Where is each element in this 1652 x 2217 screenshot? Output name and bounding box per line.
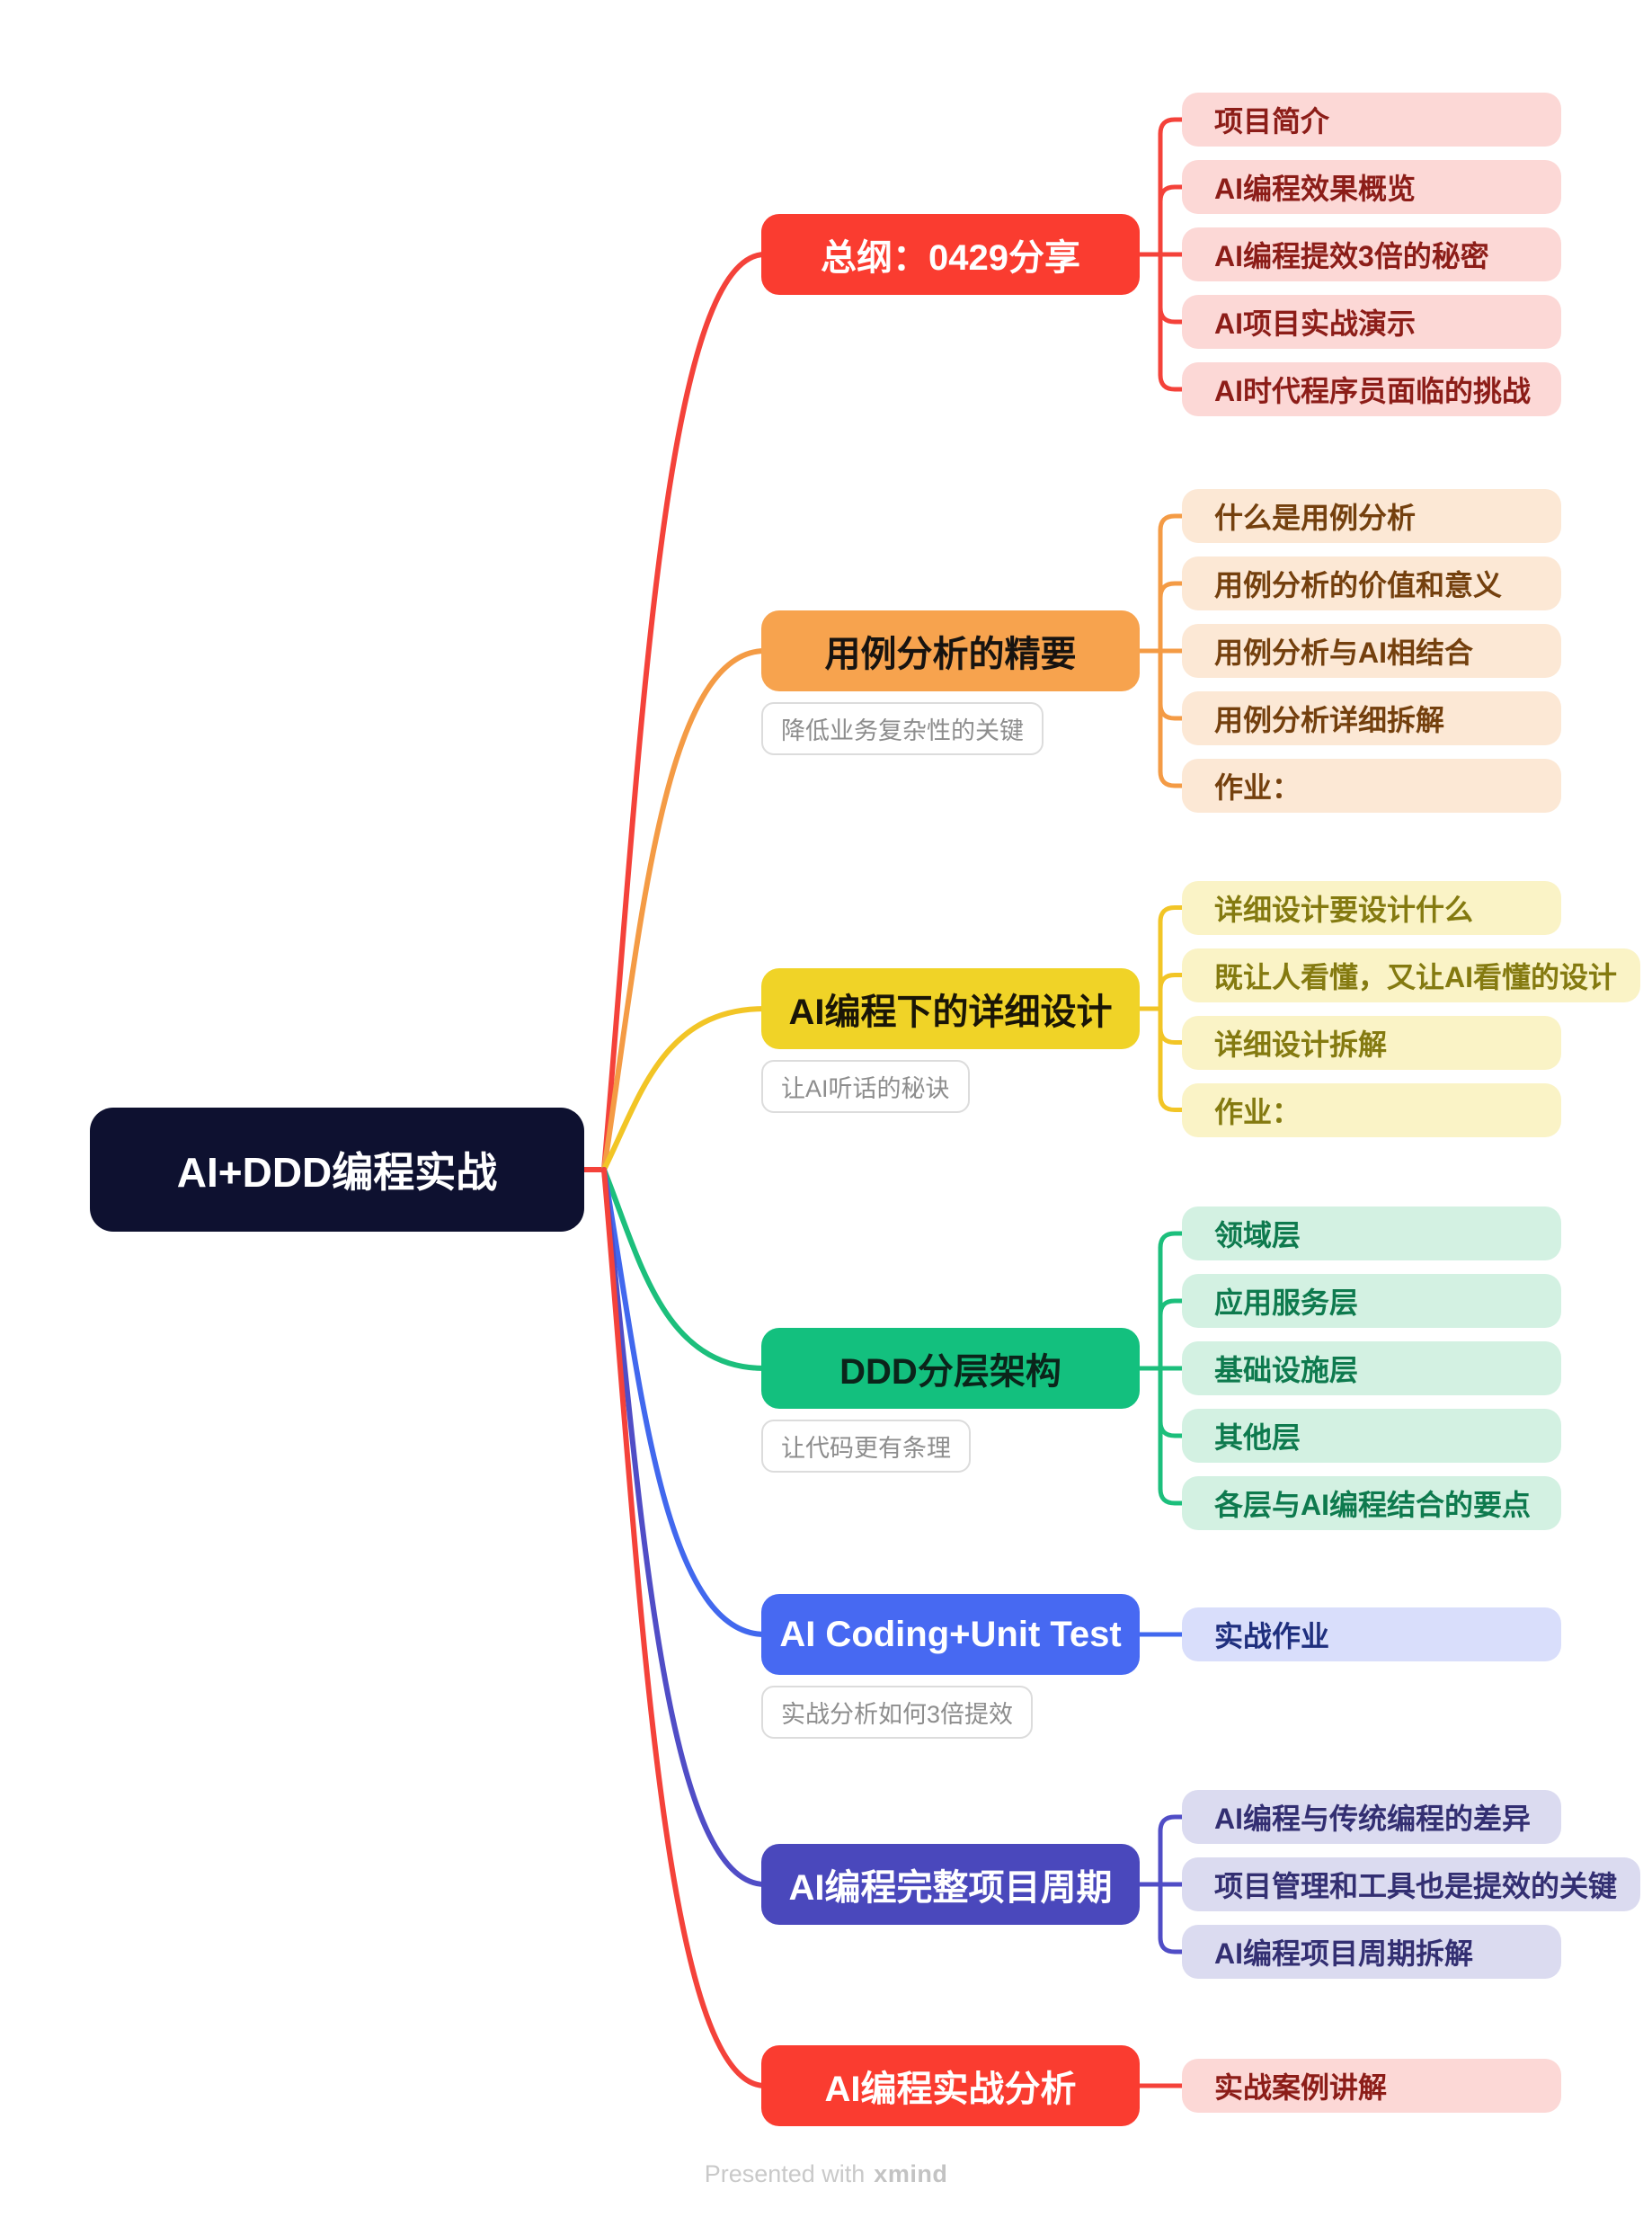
subtopic[interactable]: 基础设施层 <box>1182 1341 1561 1395</box>
subtopic[interactable]: AI时代程序员面临的挑战 <box>1182 362 1561 416</box>
subtopic[interactable]: AI编程与传统编程的差异 <box>1182 1790 1561 1844</box>
subtopic[interactable]: 用例分析的价值和意义 <box>1182 556 1561 610</box>
watermark: Presented with xmind <box>0 2160 1652 2188</box>
connector <box>601 1167 768 1371</box>
connector <box>601 1167 768 1637</box>
subtopic[interactable]: 各层与AI编程结合的要点 <box>1182 1476 1561 1530</box>
subtopic[interactable]: 既让人看懂，又让AI看懂的设计 <box>1182 948 1641 1002</box>
subtopic[interactable]: 作业： <box>1182 759 1561 813</box>
branch-topic-ai-coding-unit-test[interactable]: AI Coding+Unit Test <box>761 1594 1140 1675</box>
branch-topic-detailed-design[interactable]: AI编程下的详细设计 <box>761 968 1140 1049</box>
branch-note-ai-coding-unit-test[interactable]: 实战分析如何3倍提效 <box>761 1686 1034 1739</box>
connector <box>601 252 768 1172</box>
branch-topic-full-project-cycle[interactable]: AI编程完整项目周期 <box>761 1844 1140 1925</box>
subtopic[interactable]: 应用服务层 <box>1182 1274 1561 1328</box>
branch-topic-practice-analysis[interactable]: AI编程实战分析 <box>761 2045 1140 2126</box>
branch-note-detailed-design[interactable]: 让AI听话的秘诀 <box>761 1060 970 1113</box>
subtopic[interactable]: AI编程提效3倍的秘密 <box>1182 227 1561 281</box>
branch-topic-ddd-layers[interactable]: DDD分层架构 <box>761 1328 1140 1409</box>
watermark-brand: xmind <box>874 2160 948 2187</box>
subtopic[interactable]: 什么是用例分析 <box>1182 489 1561 543</box>
subtopic[interactable]: 详细设计要设计什么 <box>1182 880 1561 935</box>
subtopic[interactable]: 用例分析详细拆解 <box>1182 691 1561 745</box>
branch-note-ddd-layers[interactable]: 让代码更有条理 <box>761 1420 971 1473</box>
connector <box>601 1167 768 1887</box>
subtopic[interactable]: 实战作业 <box>1182 1607 1561 1661</box>
subtopic[interactable]: 领域层 <box>1182 1206 1561 1260</box>
subtopic[interactable]: 详细设计拆解 <box>1182 1015 1561 1070</box>
subtopic[interactable]: 作业： <box>1182 1082 1561 1137</box>
subtopic[interactable]: 项目简介 <box>1182 93 1561 147</box>
branch-topic-overview[interactable]: 总纲：0429分享 <box>761 214 1140 295</box>
branch-note-use-case-analysis[interactable]: 降低业务复杂性的关键 <box>761 702 1044 755</box>
subtopic[interactable]: 其他层 <box>1182 1409 1561 1463</box>
subtopic[interactable]: 实战案例讲解 <box>1182 2059 1561 2113</box>
connector <box>601 1167 768 2088</box>
subtopic[interactable]: 项目管理和工具也是提效的关键 <box>1182 1857 1641 1911</box>
subtopic[interactable]: AI编程项目周期拆解 <box>1182 1925 1561 1979</box>
watermark-prefix: Presented with <box>704 2160 866 2187</box>
subtopic[interactable]: AI项目实战演示 <box>1182 295 1561 349</box>
connector <box>601 648 768 1172</box>
connector <box>601 1006 768 1172</box>
subtopic[interactable]: AI编程效果概览 <box>1182 160 1561 214</box>
central-topic[interactable]: AI+DDD编程实战 <box>90 1108 584 1232</box>
subtopic[interactable]: 用例分析与AI相结合 <box>1182 624 1561 678</box>
branch-topic-use-case-analysis[interactable]: 用例分析的精要 <box>761 610 1140 691</box>
